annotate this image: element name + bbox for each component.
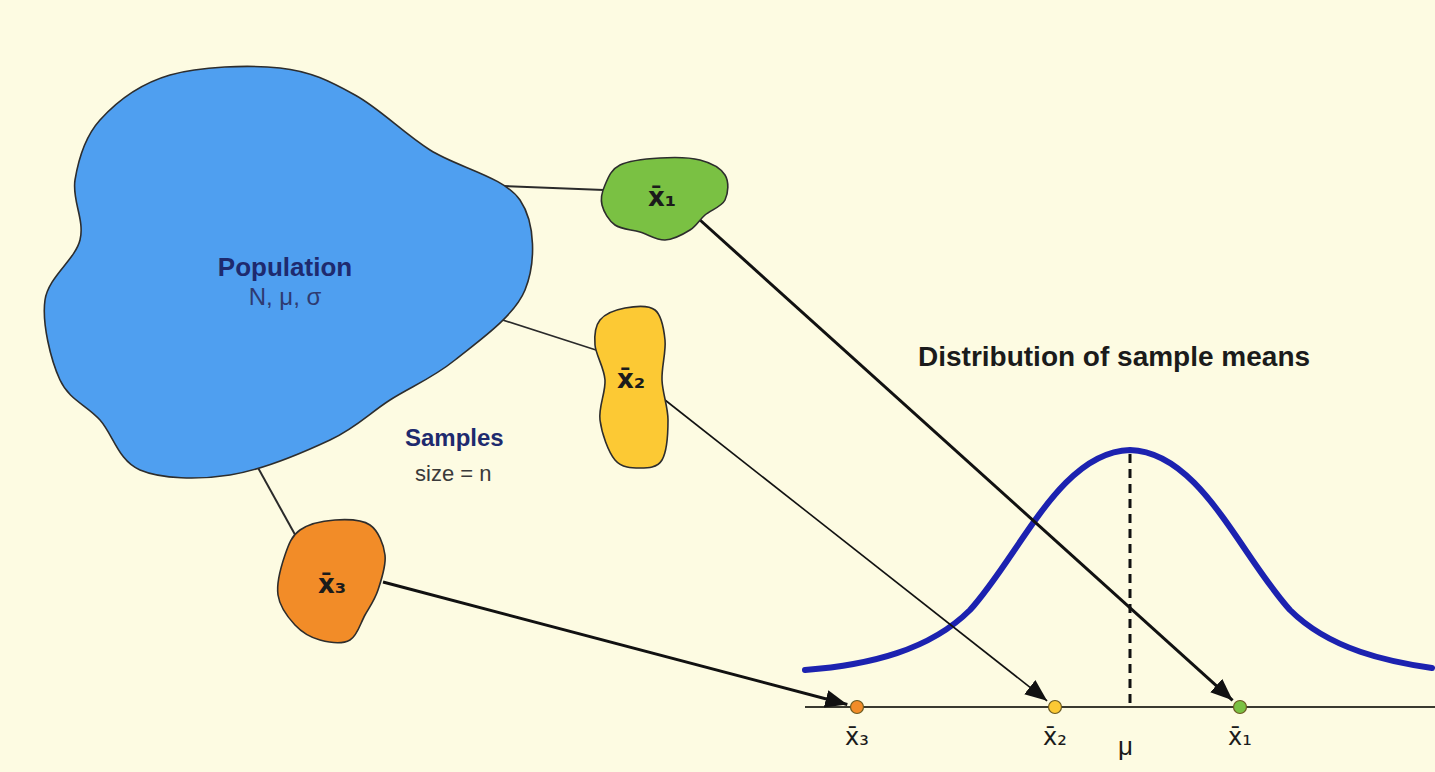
mapping-arrow [383,582,847,705]
mean-line [1129,454,1132,705]
bell-curve [805,450,1432,670]
sample-blob: x̄₃ [270,515,390,650]
sample-blob: x̄₂ [588,303,672,473]
sample-mean: x̄₂ [617,364,645,395]
mapping-arrow [665,400,1047,701]
sample-blob: x̄₁ [598,152,730,244]
population-blob: PopulationN, μ, σ [38,60,533,485]
population-params: N, μ, σ [218,283,352,312]
mapping-arrow [700,220,1233,700]
mean-point: x̄₂ [1015,699,1095,761]
point-label: x̄₂ [1015,723,1095,752]
sample-size: size = n [415,461,491,487]
point-label: x̄₁ [1200,723,1280,752]
axis-line [805,706,1435,708]
mean-point: x̄₁ [1200,699,1280,761]
point-marker [849,699,865,715]
point-label: x̄₃ [817,723,897,752]
samples-label: Samples [405,424,504,453]
mean-point: x̄₃ [817,699,897,761]
chart-title: Distribution of sample means [918,340,1310,374]
point-marker [1232,699,1248,715]
sample-mean: x̄₃ [318,569,346,600]
mu-label: μ [1118,731,1133,762]
sample-mean: x̄₁ [648,182,676,213]
point-marker [1047,699,1063,715]
population-title: Population [218,252,352,283]
